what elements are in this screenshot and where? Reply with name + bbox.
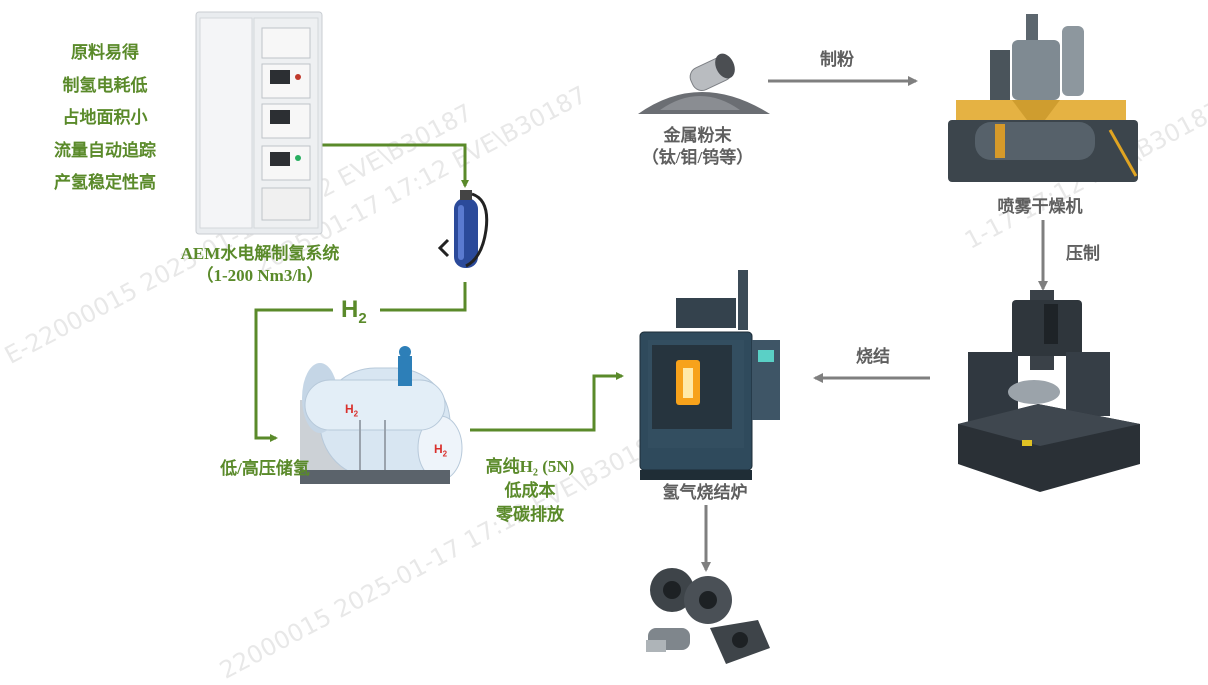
tank-sub-text-end: 2: [442, 449, 448, 459]
feature-item: 产氢稳定性高: [54, 173, 156, 192]
feature-item: 占地面积小: [62, 108, 148, 127]
powder-examples: （钛/钼/钨等）: [641, 148, 754, 167]
powder-label: 金属粉末 （钛/钼/钨等）: [635, 125, 760, 169]
spray-dryer-label: 喷雾干燥机: [997, 197, 1083, 216]
feature-item: 流量自动追踪: [54, 140, 156, 160]
prop-purity: 高纯H₂ (5N): [485, 457, 575, 476]
tank-h-text-end: H: [434, 442, 443, 456]
tank-h2-mark: H2: [345, 402, 358, 418]
storage-label: 低/高压储氢: [220, 459, 310, 478]
h2-label: H2: [341, 296, 367, 327]
arrow-storage-to-furnace: [470, 372, 624, 432]
tank-h2-mark-end: H2: [434, 442, 447, 458]
furnace-label: 氢气烧结炉: [662, 483, 748, 502]
feature-item: 原料易得: [71, 43, 139, 62]
h2-h: H: [341, 296, 359, 323]
prop-cost: 低成本: [504, 481, 556, 500]
h2-sub: 2: [358, 309, 367, 327]
aem-spec: （1-200 Nm3/h）: [196, 266, 324, 285]
arrow-to-storage: [254, 308, 333, 442]
aem-system-label: AEM水电解制氢系统 （1-200 Nm3/h）: [170, 243, 350, 287]
step-press-label: 压制: [1066, 244, 1100, 263]
tank-h-text: H: [345, 402, 354, 416]
prop-emission: 零碳排放: [496, 505, 564, 524]
feature-list: 原料易得 制氢电耗低 占地面积小 流量自动追踪 产氢稳定性高: [40, 37, 170, 200]
aem-title: AEM水电解制氢系统: [180, 244, 340, 263]
tank-sub-text: 2: [353, 409, 359, 419]
arrow-cylinder-down: [380, 282, 467, 312]
feature-item: 制氢电耗低: [62, 75, 148, 95]
hydrogen-properties: 高纯H₂ (5N) 低成本 零碳排放: [470, 455, 590, 527]
powder-name: 金属粉末: [663, 126, 732, 145]
arrow-electrolyzer-to-cylinder: [322, 143, 469, 188]
step-powder-label: 制粉: [820, 50, 854, 69]
step-sinter-label: 烧结: [856, 347, 890, 366]
